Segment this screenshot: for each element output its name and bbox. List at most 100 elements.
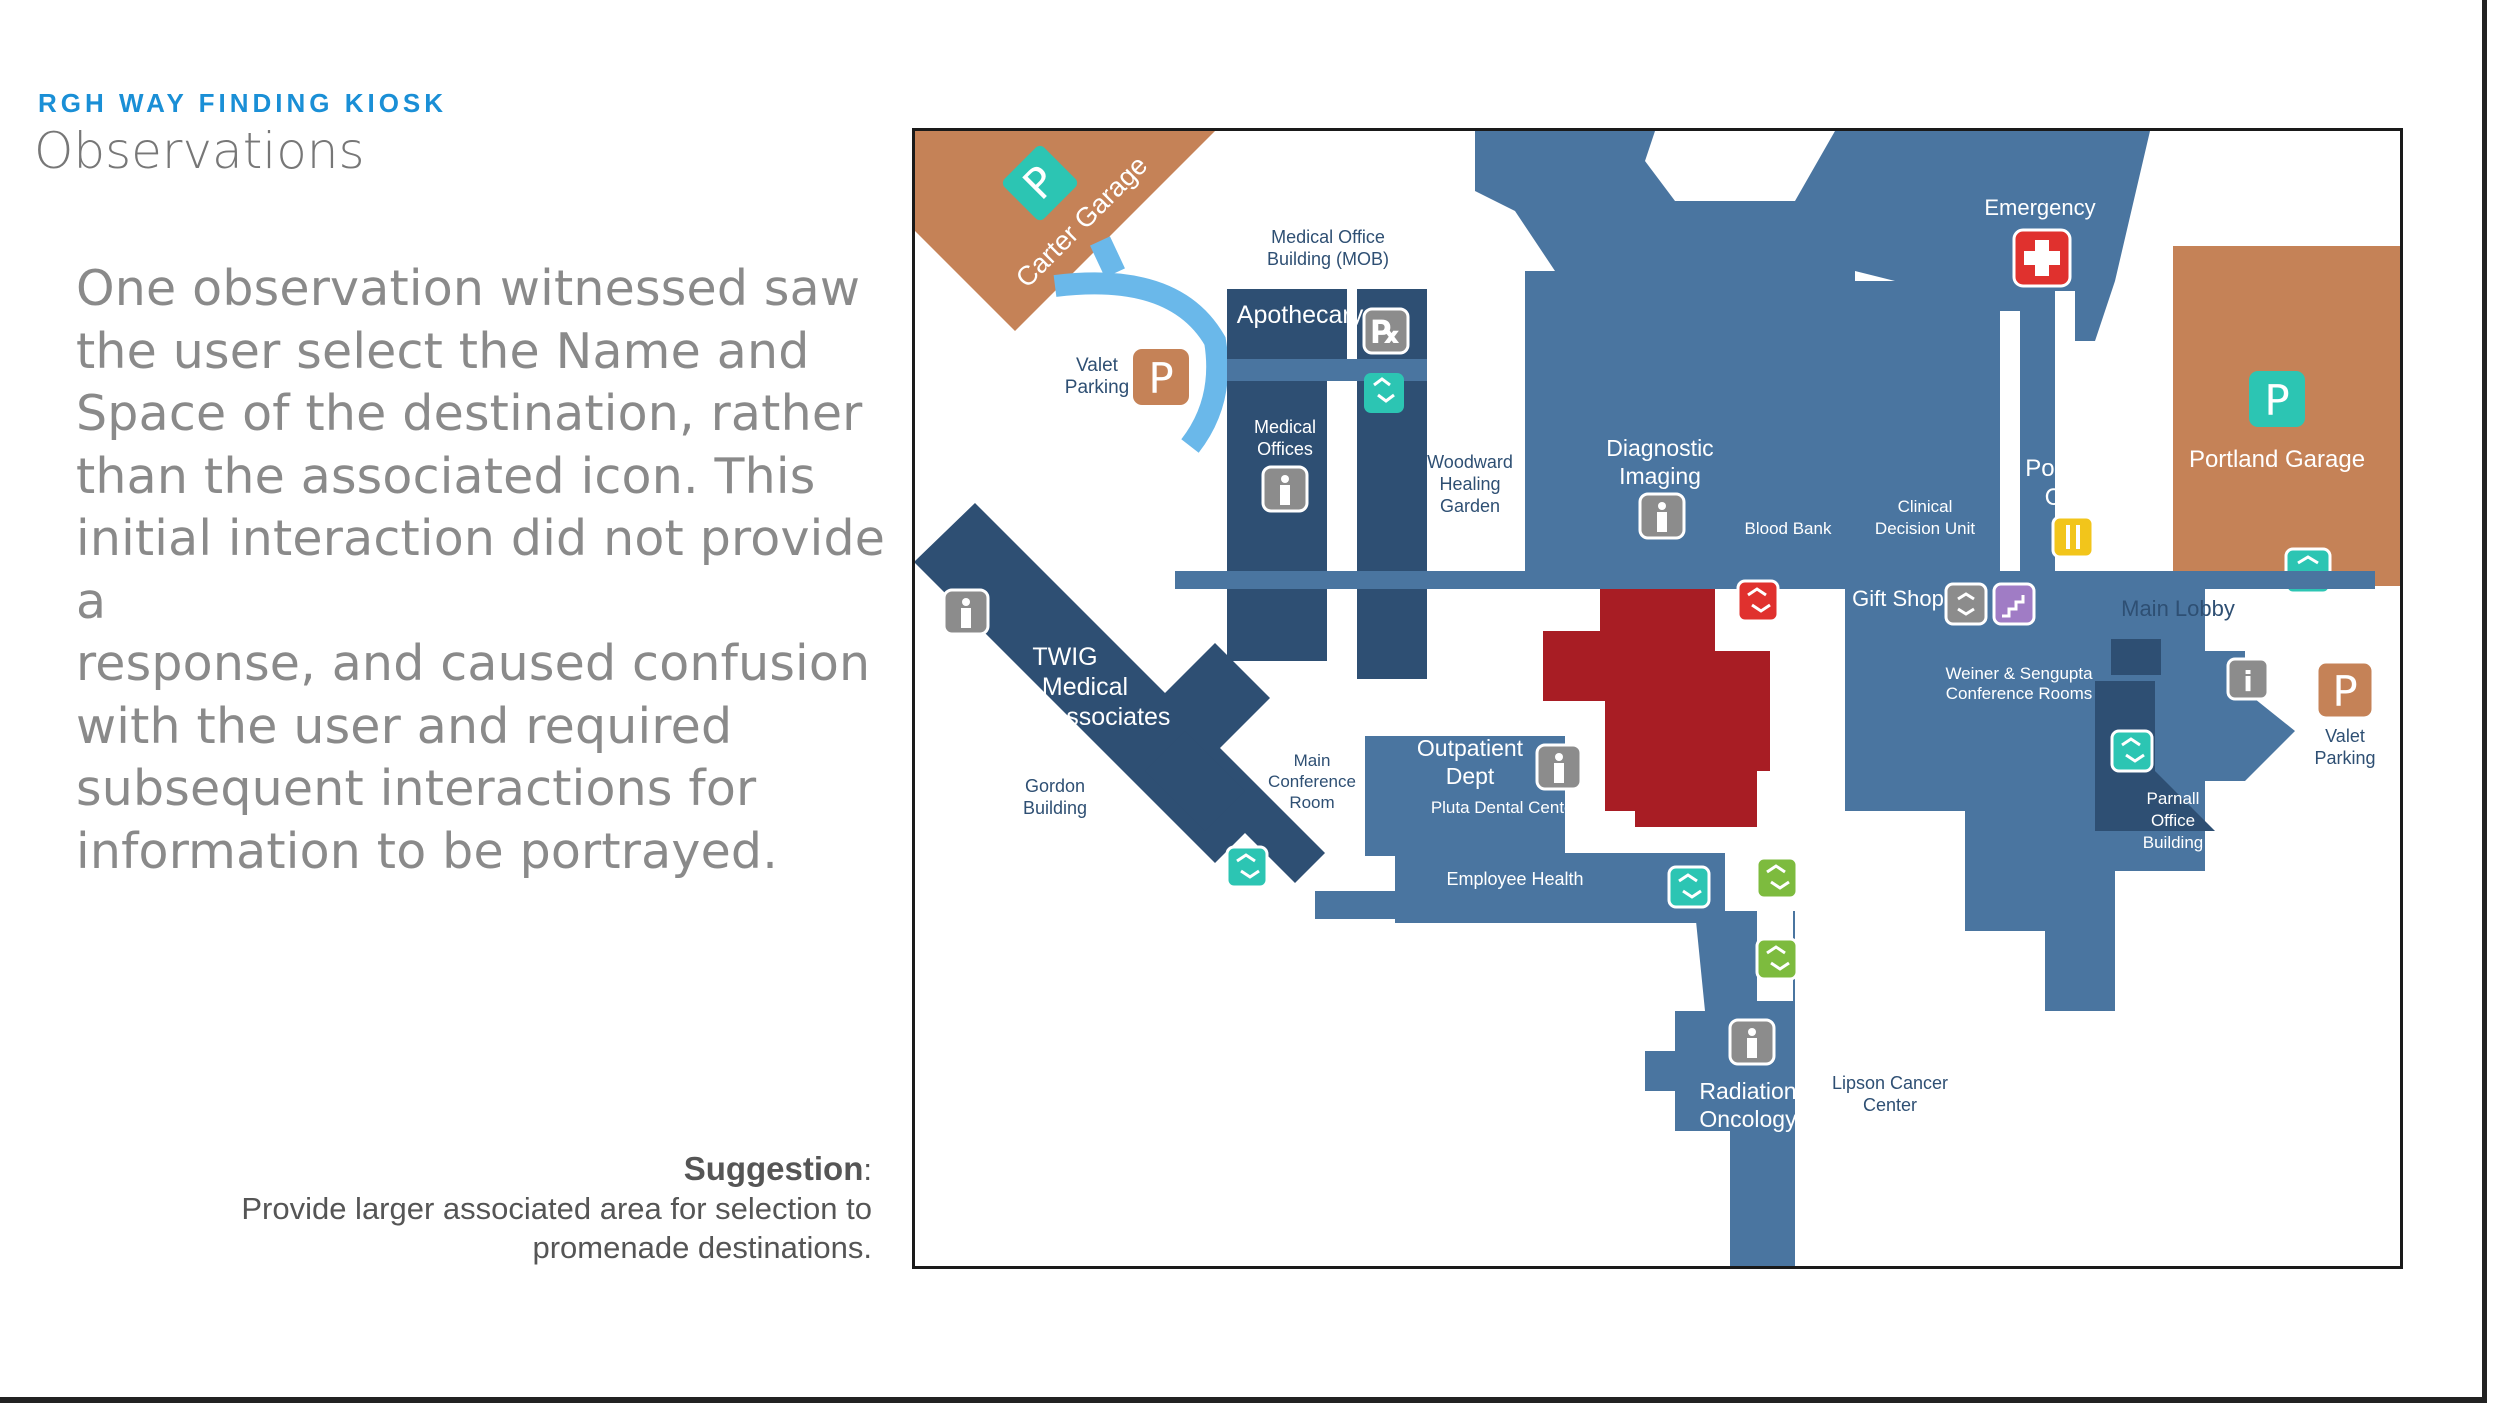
elevator-icon[interactable] <box>1667 865 1711 909</box>
carter-garage-area[interactable] <box>915 131 1215 331</box>
label-valet-right: Parking <box>2314 748 2375 768</box>
valet-drive-arc <box>1053 236 1229 453</box>
restroom-icon[interactable] <box>1535 743 1583 791</box>
parking-icon[interactable]: P <box>1000 143 1079 222</box>
label-main-conference: Conference <box>1268 772 1356 791</box>
restroom-icon[interactable] <box>942 588 990 636</box>
label-main-lobby: Main Lobby <box>2121 596 2235 621</box>
parking-glyph: P <box>2264 376 2289 425</box>
label-gordon: Building <box>1023 798 1087 818</box>
label-portland-cafe: Café <box>2045 484 2096 511</box>
cafe-icon[interactable] <box>2051 515 2095 559</box>
main-building-east[interactable] <box>1845 571 2295 1011</box>
corridor <box>2000 311 2020 581</box>
elevator-icon[interactable] <box>1225 845 1269 889</box>
label-apothecary: Apothecary <box>1237 301 1364 329</box>
label-lipson: Center <box>1863 1095 1917 1115</box>
label-radiation: Oncology <box>1699 1106 1797 1132</box>
label-valet-left: Parking <box>1065 377 1129 398</box>
stairs-icon[interactable] <box>1992 582 2036 626</box>
body-line: the user select the Name and <box>76 322 810 380</box>
body-line: with the user and required <box>76 697 733 755</box>
label-emergency: Emergency <box>1984 195 2095 220</box>
label-woodward: Woodward <box>1427 452 1513 472</box>
valet-parking-icon[interactable]: P <box>2315 660 2375 720</box>
label-twig: Medical <box>1042 673 1128 701</box>
label-woodward: Healing <box>1439 474 1500 494</box>
restroom-icon[interactable] <box>1728 1018 1776 1066</box>
parking-icon[interactable]: P <box>2249 371 2305 427</box>
elevator-icon[interactable] <box>1736 579 1780 623</box>
restroom-icon[interactable] <box>1638 492 1686 540</box>
label-twig: Associates <box>1050 703 1171 731</box>
parking-glyph: P <box>1148 354 1173 403</box>
info-icon[interactable]: i <box>2226 657 2270 701</box>
page-title: Observations <box>34 122 365 180</box>
label-diagnostic: Imaging <box>1619 463 1701 489</box>
label-outpatient: Dept <box>1446 763 1495 789</box>
label-medical-offices: Medical <box>1254 417 1316 437</box>
parking-glyph: P <box>2332 667 2357 716</box>
label-medical-offices: Offices <box>1257 439 1313 459</box>
label-lab-services: Lab <box>1901 814 1931 834</box>
label-parnall: Office <box>2151 811 2195 830</box>
valet-parking-icon[interactable]: P <box>1133 349 1189 405</box>
info-glyph: i <box>2243 665 2253 698</box>
selected-destination[interactable] <box>1543 589 1770 827</box>
label-pluta: Pluta Dental Center <box>1431 798 1580 817</box>
portland-cafe-area[interactable] <box>2020 311 2055 581</box>
label-valet-left: Valet <box>1076 355 1119 376</box>
gordon-building-wing <box>1145 731 1245 831</box>
suggestion-colon: : <box>863 1152 872 1187</box>
label-diagnostic: Diagnostic <box>1606 435 1713 461</box>
body-line: One observation witnessed saw <box>76 260 861 317</box>
label-outpatient: Outpatient <box>1417 735 1524 761</box>
label-main-conference: Room <box>1289 793 1334 812</box>
suggestion-line: Provide larger associated area for selec… <box>241 1191 872 1226</box>
label-employee-health: Employee Health <box>1446 869 1583 889</box>
label-gordon: Gordon <box>1025 776 1085 796</box>
emergency-icon[interactable] <box>2012 228 2072 288</box>
body-line: response, and caused confusion <box>76 635 871 692</box>
body-line: information to be portrayed. <box>76 822 779 880</box>
eyebrow-title: RGH WAY FINDING KIOSK <box>38 88 448 118</box>
corridor <box>1315 891 1405 919</box>
body-line: initial interaction did not provide a <box>76 510 886 630</box>
label-weiner: Weiner & Sengupta <box>1945 664 2093 683</box>
label-radiation: Radiation <box>1699 1078 1796 1104</box>
body-line: subsequent interactions for <box>76 760 757 817</box>
apothecary-area[interactable] <box>1227 289 1347 359</box>
outpatient-dept-area[interactable] <box>1365 736 1565 856</box>
parnall-annex <box>2111 639 2161 675</box>
gift-shop-icon[interactable] <box>1944 582 1988 626</box>
label-portland-garage: Portland Garage <box>2189 446 2365 473</box>
label-blood-bank: Blood Bank <box>1745 519 1832 538</box>
elevator-icon[interactable] <box>2110 729 2154 773</box>
label-lipson: Lipson Cancer <box>1832 1073 1948 1093</box>
label-clinical: Decision Unit <box>1875 519 1975 538</box>
elevator-icon[interactable] <box>1364 373 1404 413</box>
restroom-icon[interactable] <box>1261 465 1309 513</box>
medical-offices-area[interactable] <box>1227 381 1327 661</box>
label-parnall: Building <box>2143 833 2204 852</box>
label-portland-cafe: Portland <box>2025 455 2114 482</box>
elevator-icon[interactable] <box>1755 856 1799 900</box>
label-main-conference: Main <box>1294 751 1331 770</box>
body-line: than the associated icon. This <box>76 447 816 505</box>
wayfinding-map[interactable]: P Carter Garage P Valet Parking Medical … <box>912 128 2403 1269</box>
body-line: Space of the destination, rather <box>76 385 863 442</box>
suggestion-block: Suggestion: Provide larger associated ar… <box>112 1150 872 1267</box>
map-svg[interactable]: P Carter Garage P Valet Parking Medical … <box>915 131 2400 1266</box>
label-twig: TWIG <box>1032 643 1097 671</box>
label-mob: Medical Office <box>1271 227 1385 247</box>
pharmacy-icon[interactable]: ℞ <box>1362 307 1410 355</box>
label-lab-services: Services <box>1881 836 1950 856</box>
label-mob: Building (MOB) <box>1267 249 1389 269</box>
label-clinical: Clinical <box>1898 497 1953 516</box>
diagnostic-imaging-area[interactable] <box>1525 281 2005 581</box>
elevator-icon[interactable] <box>1755 937 1799 981</box>
suggestion-line: promenade destinations. <box>532 1230 872 1265</box>
label-woodward: Garden <box>1440 496 1500 516</box>
parnall-office-building[interactable] <box>2095 681 2215 831</box>
